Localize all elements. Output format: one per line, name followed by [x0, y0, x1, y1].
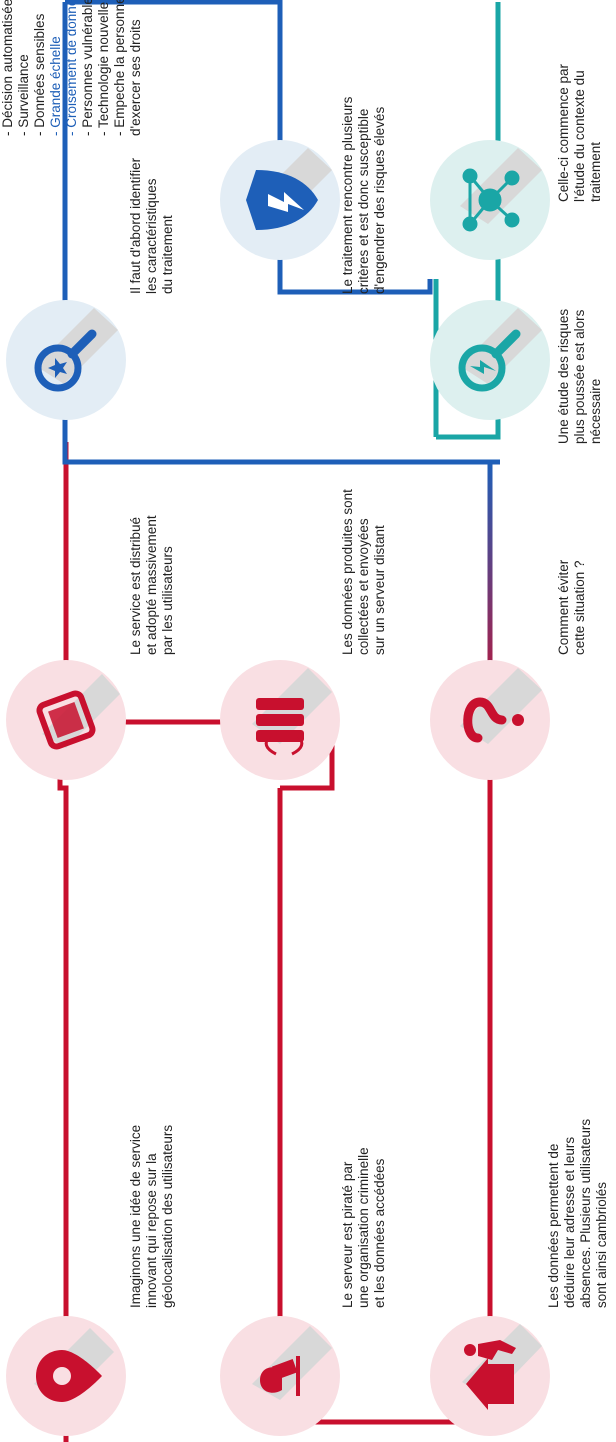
criteria-item-1: - Décision automatisée — [0, 0, 15, 136]
burglar-house-icon — [426, 1312, 554, 1440]
network-nodes-icon — [426, 136, 554, 264]
step-5-text: Les données permettent de déduire leur a… — [546, 1118, 609, 1308]
step-4-text: Le serveur est piraté par une organisati… — [340, 1147, 387, 1308]
magnifier-bolt-icon — [426, 296, 554, 424]
red-path — [57, 442, 500, 1442]
step-6-text: Comment éviter cette situation ? — [556, 559, 587, 655]
criteria-item-7: - Technologie nouvelle — [96, 1, 111, 136]
criteria-item-6: - Personnes vulnérables — [80, 0, 95, 136]
criteria-item-3: - Données sensibles — [32, 13, 47, 136]
server-upload-icon — [216, 656, 344, 784]
step-10-text: Celle-ci commence par l'étude du context… — [556, 63, 603, 202]
criteria-item-5: - Croisement de données — [64, 0, 79, 136]
step-2-text: Le service est distribué et adopté massi… — [128, 515, 175, 655]
criteria-item-2: - Surveillance — [16, 54, 31, 136]
hacker-icon — [216, 1312, 344, 1440]
question-mark-icon — [426, 656, 554, 784]
step-9-text: Une étude des risques plus poussée est a… — [556, 308, 603, 444]
shield-alert-icon — [216, 136, 344, 264]
criteria-item-4: - Grande échelle — [48, 36, 63, 136]
blue-path — [62, 0, 490, 465]
step-3-text: Les données produites sont collectées et… — [340, 489, 387, 655]
smartphone-icon — [2, 656, 130, 784]
step-1-text: Imaginons une idée de service innovant q… — [128, 1124, 175, 1308]
criteria-item-9: d'exercer ses droits — [128, 19, 143, 136]
criteria-list: - Décision automatisée - Surveillance - … — [0, 0, 144, 136]
step-8-text: Le traitement rencontre plusieurs critèr… — [340, 96, 387, 294]
magnifier-star-icon — [2, 296, 130, 424]
criteria-item-8: - Empeche la personne — [112, 0, 127, 136]
map-pin-icon — [2, 1312, 130, 1440]
